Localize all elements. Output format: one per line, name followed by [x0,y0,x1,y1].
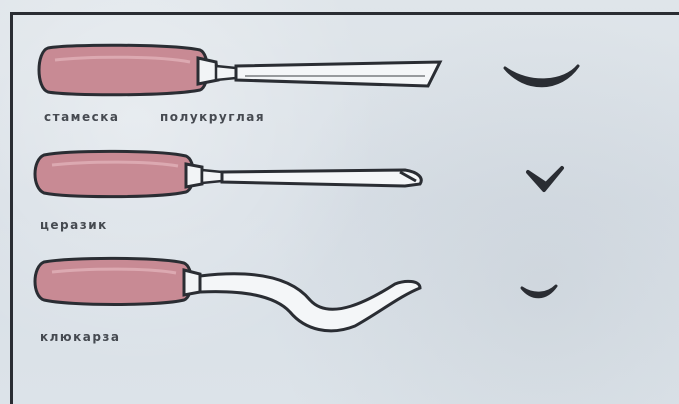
gouge-handle [39,45,208,95]
tool-label-1-right: полукруглая [160,110,265,124]
v-parting-profile-icon [528,168,562,190]
bent-gouge-handle [35,258,192,304]
v-parting-handle [35,151,194,196]
tool-v-parting [35,151,421,196]
bent-gouge-profile-icon [522,286,556,297]
tool-label-2: церазик [40,218,108,232]
tool-label-3: клюкарза [40,330,121,344]
gouge-blade [236,62,440,86]
bent-gouge-blade [200,274,420,331]
v-parting-blade [222,170,421,186]
gouge-profile-icon [505,66,578,86]
tool-bent-gouge [35,258,420,330]
tool-gouge [39,45,440,95]
tool-label-1-left: стамеска [44,110,119,124]
